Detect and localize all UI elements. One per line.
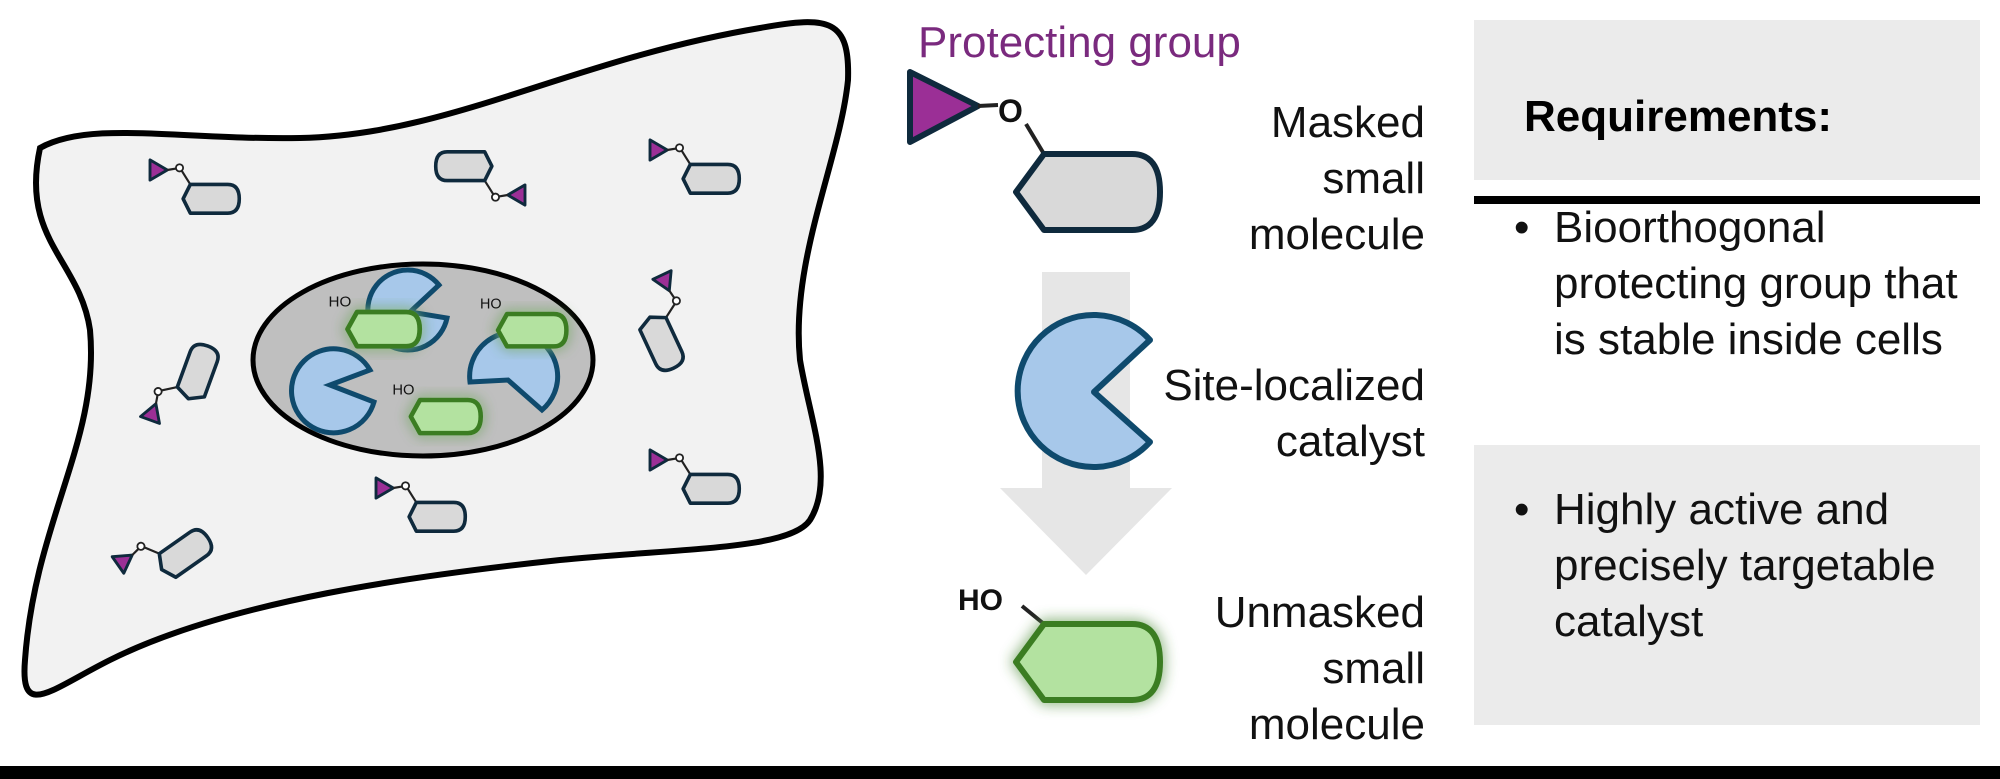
masked-molecule-body bbox=[1013, 151, 1163, 233]
requirements-header-bg bbox=[1474, 20, 1980, 180]
requirements-title: Requirements: bbox=[1524, 92, 1833, 141]
protecting-group-label: Protecting group bbox=[918, 18, 1241, 67]
unmasked-molecule-body bbox=[1013, 621, 1163, 703]
protecting-group-triangle bbox=[907, 69, 981, 145]
bullet-icon: • bbox=[1514, 203, 1530, 252]
catalyst-pacman bbox=[289, 346, 378, 436]
bullet-icon: • bbox=[1514, 485, 1530, 534]
requirements-panel: Requirements: • Bioorthogonal protecting… bbox=[1474, 20, 1980, 725]
unmasked-molecule-label: Unmasked small molecule bbox=[1214, 588, 1425, 749]
masked-molecule-label: Masked small molecule bbox=[1248, 98, 1425, 259]
catalyst-label: Site-localized catalyst bbox=[1163, 361, 1425, 466]
requirements-item-bg bbox=[1474, 445, 1980, 725]
catalyst-pacman-large bbox=[1014, 312, 1153, 470]
oxygen-atom: O bbox=[998, 93, 1023, 129]
requirement-item: • Bioorthogonal protecting group that is… bbox=[1514, 200, 1964, 368]
hydroxyl-label: HO bbox=[958, 584, 1003, 617]
requirements-divider bbox=[1474, 196, 1980, 204]
bottom-border bbox=[0, 766, 2000, 779]
requirement-item: • Highly active and precisely targetable… bbox=[1514, 482, 1964, 650]
